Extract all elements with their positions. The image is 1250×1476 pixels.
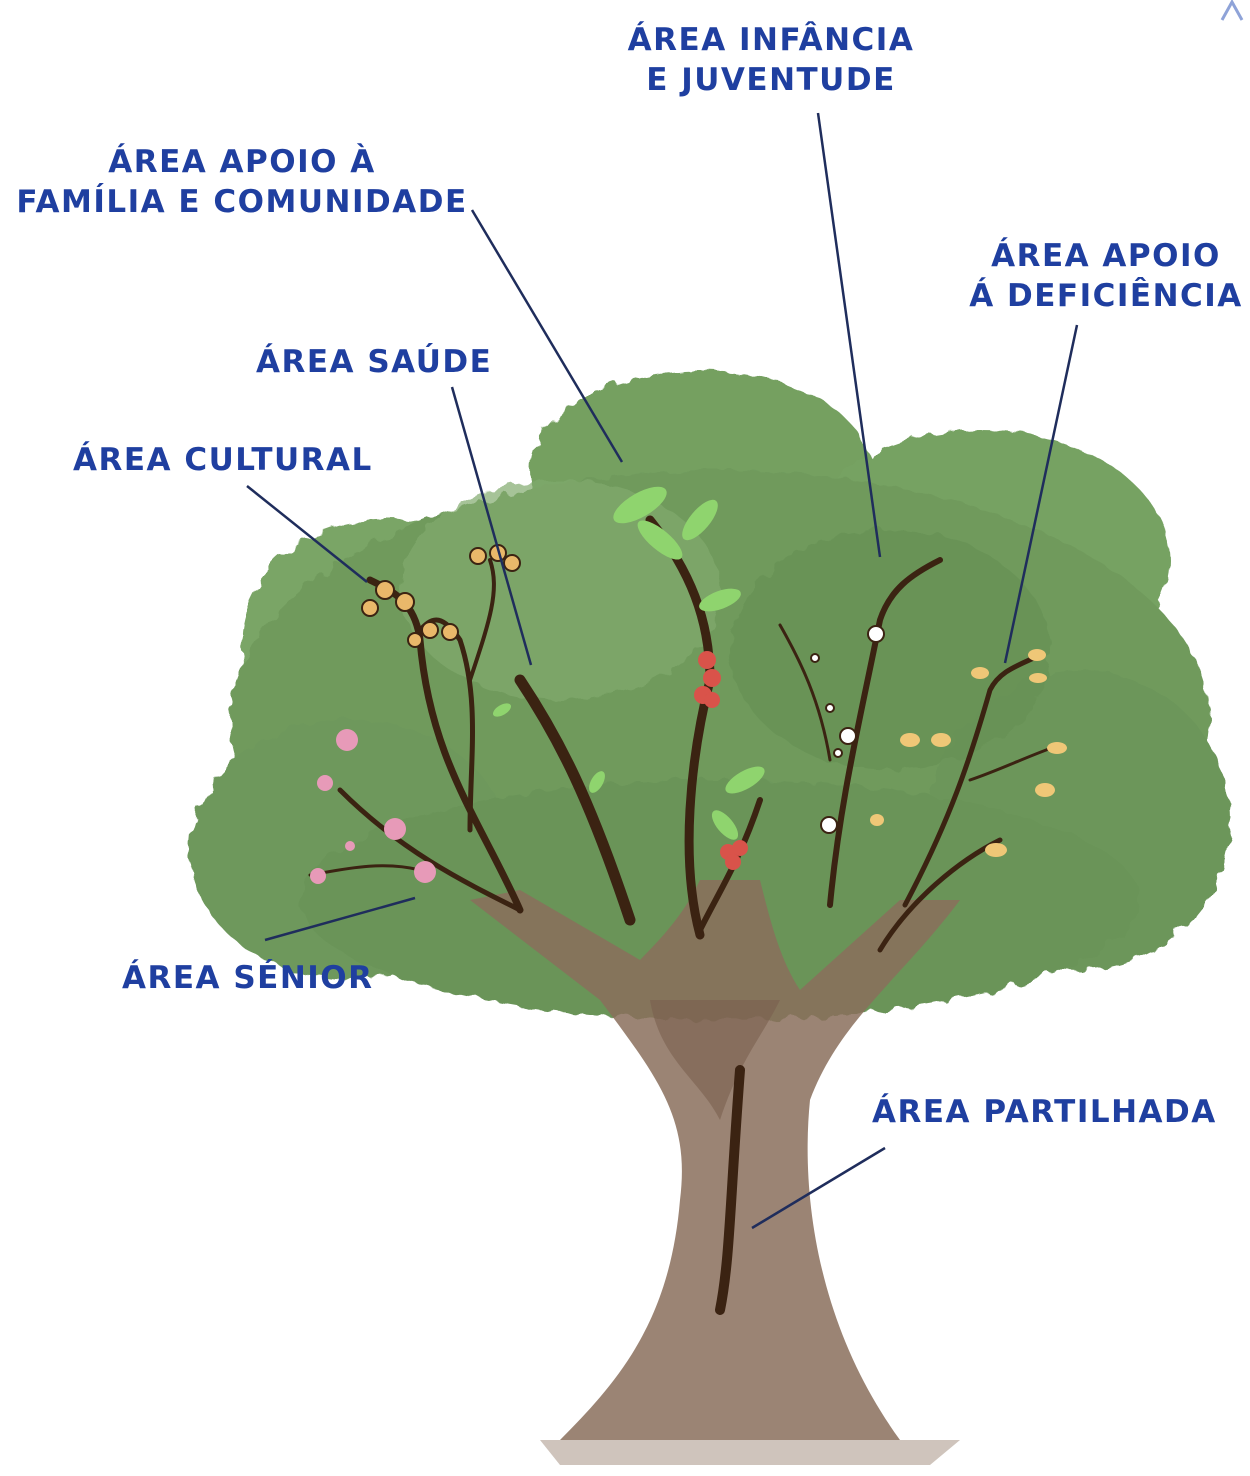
pointer-familia: [472, 210, 622, 462]
label-cultural: Área Cultural: [73, 440, 373, 480]
logo-mark: [1222, 2, 1242, 20]
label-deficiencia: Área Apoio á Deficiência: [965, 236, 1247, 316]
label-familia: Área Apoio à Família e Comunidade: [6, 142, 478, 222]
label-senior: Área Sénior: [122, 958, 374, 998]
label-infancia: Área Infância e Juventude: [610, 20, 932, 100]
label-saude: Área Saúde: [256, 342, 492, 382]
label-partilhada: Área Partilhada: [872, 1092, 1217, 1132]
